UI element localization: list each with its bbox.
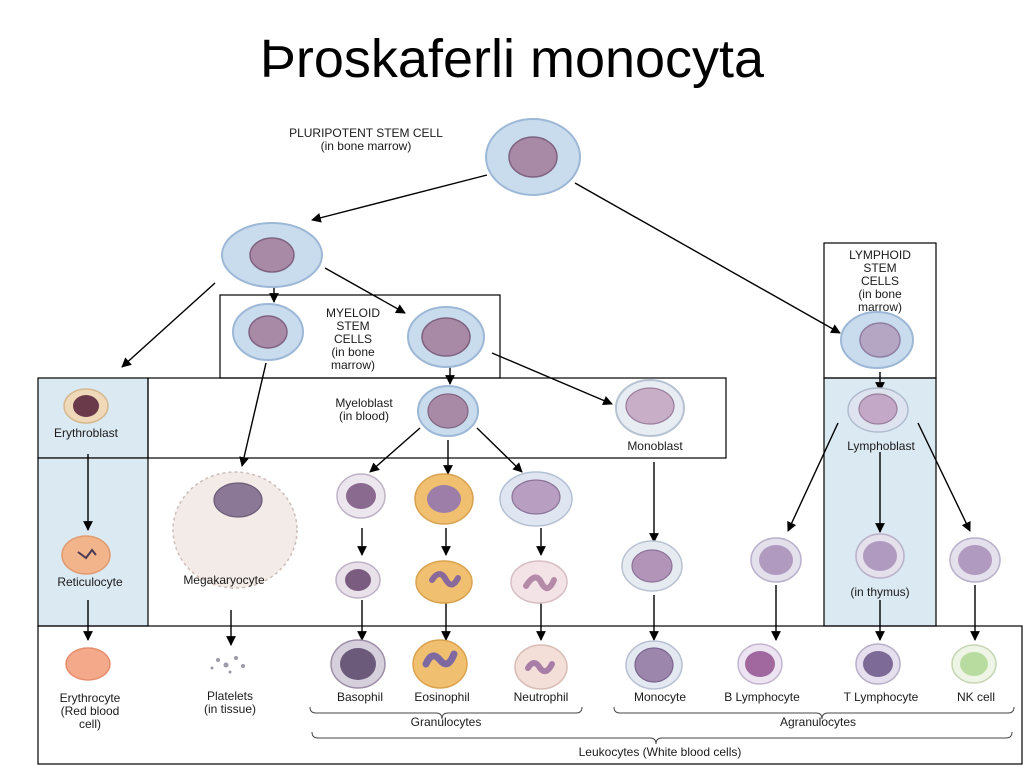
myeloid-stem-cell-right — [407, 306, 485, 368]
label-stem-2: (in bone marrow) — [321, 139, 412, 153]
myeloid-stem-cell-left — [232, 303, 304, 361]
label-lymphoid-5: marrow) — [858, 300, 902, 314]
label-granulocytes: Granulocytes — [411, 715, 482, 729]
basophil-precursor-2 — [335, 561, 381, 599]
label-stem-1: PLURIPOTENT STEM CELL — [289, 126, 443, 140]
label-leukocytes: Leukocytes (White blood cells) — [579, 745, 742, 759]
promonocyte-cell — [621, 540, 683, 592]
eosinophil-precursor-2 — [415, 560, 473, 604]
label-erythrocyte-2: (Red blood — [61, 704, 120, 718]
monoblast-cell — [615, 379, 685, 437]
t-lymphocyte-cell — [855, 643, 901, 685]
label-monocyte: Monocyte — [634, 690, 686, 704]
basophil-precursor-1 — [336, 473, 386, 519]
lymphoid-stem-cell — [840, 311, 914, 369]
label-megakaryocyte: Megakaryocyte — [183, 573, 265, 587]
label-agranulocytes: Agranulocytes — [780, 715, 856, 729]
brackets — [309, 706, 1015, 745]
pluripotent-stem-cell — [485, 118, 581, 196]
label-myeloid-1: MYELOID — [326, 306, 380, 320]
eosinophil-precursor-1 — [414, 473, 474, 525]
label-b-lymphocyte: B Lymphocyte — [724, 690, 800, 704]
label-lymphoid-1: LYMPHOID — [849, 248, 911, 262]
platelets-icon — [210, 656, 245, 674]
arrows — [83, 174, 980, 646]
label-lymphoid-4: (in bone — [858, 287, 902, 301]
label-myeloid-2: STEM — [336, 319, 369, 333]
label-eosinophil: Eosinophil — [414, 690, 469, 704]
label-platelets-2: (in tissue) — [204, 702, 256, 716]
label-monoblast: Monoblast — [627, 439, 683, 453]
label-lymphoblast: Lymphoblast — [847, 439, 915, 453]
nk-precursor — [949, 537, 1001, 583]
b-lymphocyte-cell — [737, 643, 783, 685]
t-lymphocyte-precursor — [855, 533, 905, 579]
common-progenitor-cell — [221, 222, 323, 288]
b-lymphocyte-precursor — [750, 537, 802, 583]
label-myeloblast-1: Myeloblast — [335, 396, 393, 410]
label-neutrophil: Neutrophil — [514, 690, 569, 704]
erythrocyte-cell — [65, 647, 111, 681]
label-reticulocyte: Reticulocyte — [57, 575, 123, 589]
lymphoblast-cell — [847, 387, 909, 433]
megakaryocyte-cell — [172, 471, 298, 589]
eosinophil-cell — [412, 639, 468, 689]
mature-row-box — [37, 625, 1023, 765]
label-myeloid-4: (in bone — [331, 345, 375, 359]
label-erythrocyte-3: cell) — [79, 717, 101, 731]
erythroblast-cell — [63, 388, 109, 424]
label-lymphoid-2: STEM — [863, 261, 896, 275]
nk-cell — [951, 644, 997, 684]
label-myeloid-5: marrow) — [331, 358, 375, 372]
label-in-thymus: (in thymus) — [850, 585, 909, 599]
label-t-lymphocyte: T Lymphocyte — [844, 690, 919, 704]
label-myeloid-3: CELLS — [334, 332, 372, 346]
basophil-cell — [330, 639, 386, 689]
label-erythroblast: Erythroblast — [54, 426, 119, 440]
slide-title: Þroskaferli monocyta — [259, 29, 765, 89]
monocyte-cell — [625, 640, 683, 690]
reticulocyte-cell — [61, 535, 111, 575]
myeloblast-cell — [417, 385, 479, 437]
labels: PLURIPOTENT STEM CELL (in bone marrow) M… — [54, 126, 995, 759]
label-nk-cell: NK cell — [957, 690, 995, 704]
label-erythrocyte-1: Erythrocyte — [60, 691, 121, 705]
label-myeloblast-2: (in blood) — [339, 409, 389, 423]
label-lymphoid-3: CELLS — [861, 274, 899, 288]
neutrophil-cell — [514, 644, 568, 690]
neutrophil-precursor-1 — [499, 471, 573, 527]
label-basophil: Basophil — [337, 690, 383, 704]
label-platelets-1: Platelets — [207, 689, 253, 703]
neutrophil-precursor-2 — [510, 560, 568, 604]
blast-row-box — [147, 377, 727, 459]
